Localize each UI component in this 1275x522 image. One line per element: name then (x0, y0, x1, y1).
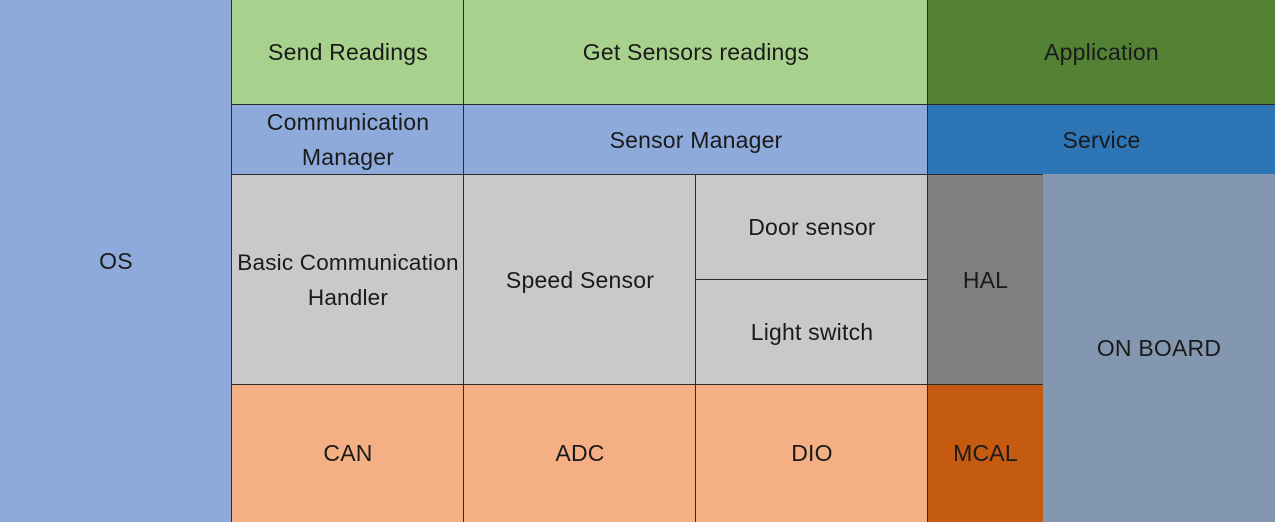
can-block: CAN (231, 384, 464, 522)
door-sensor-block: Door sensor (695, 174, 928, 280)
light-switch-block: Light switch (695, 279, 928, 385)
communication-manager-block: Communication Manager (231, 104, 464, 175)
on-board-block: ON BOARD (1043, 174, 1275, 522)
mcal-layer-label: MCAL (927, 384, 1043, 522)
send-readings-block: Send Readings (231, 0, 464, 105)
get-sensors-readings-block: Get Sensors readings (463, 0, 928, 105)
os-layer: OS (0, 0, 232, 522)
hal-layer-label: HAL (927, 174, 1043, 385)
service-layer-label: Service (927, 104, 1275, 175)
application-layer-label: Application (927, 0, 1275, 105)
adc-block: ADC (463, 384, 696, 522)
dio-block: DIO (695, 384, 928, 522)
sensor-manager-block: Sensor Manager (463, 104, 928, 175)
speed-sensor-block: Speed Sensor (463, 174, 696, 385)
basic-communication-handler-block: Basic Communication Handler (231, 174, 464, 385)
